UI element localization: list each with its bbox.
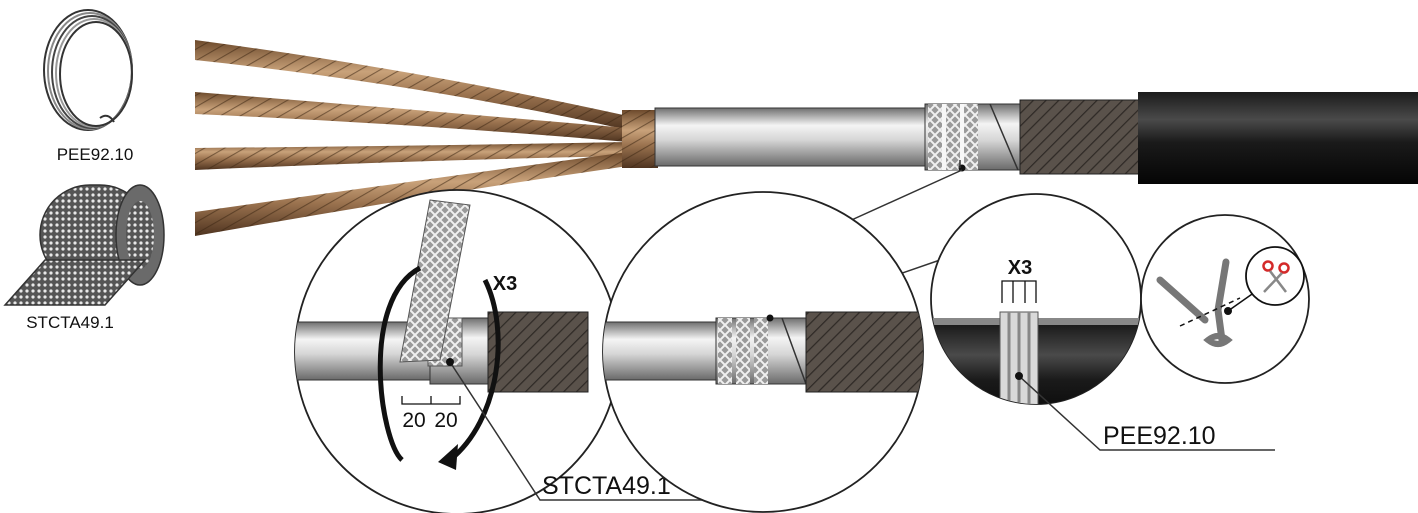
bind-count: X3 <box>1008 257 1032 279</box>
dim-right: 20 <box>434 409 457 432</box>
scissors-icon <box>1245 246 1305 306</box>
bind-leader <box>1018 375 1275 451</box>
main-cable <box>195 40 1418 236</box>
tape-wraps <box>924 103 1021 171</box>
cut-detail-circle <box>1140 214 1310 384</box>
mesh-roll-label: STCTA49.1 <box>26 313 114 332</box>
dim-left: 20 <box>402 409 425 432</box>
wrap-count: X3 <box>493 273 517 295</box>
bind-label: PEE92.10 <box>1103 422 1216 450</box>
wire-coil-label: PEE92.10 <box>57 145 134 164</box>
wrapped-detail-circle <box>602 191 924 513</box>
wrap-leader <box>449 361 715 501</box>
rotate-arrow-icon <box>377 265 501 462</box>
wrap-detail-circle: X3 20 20 <box>294 189 715 513</box>
wire-coil-icon <box>43 9 133 131</box>
copper-cores <box>195 40 658 236</box>
dimension-bracket <box>401 396 461 405</box>
wrap-label: STCTA49.1 <box>542 472 671 500</box>
mesh-roll-icon <box>3 184 165 306</box>
